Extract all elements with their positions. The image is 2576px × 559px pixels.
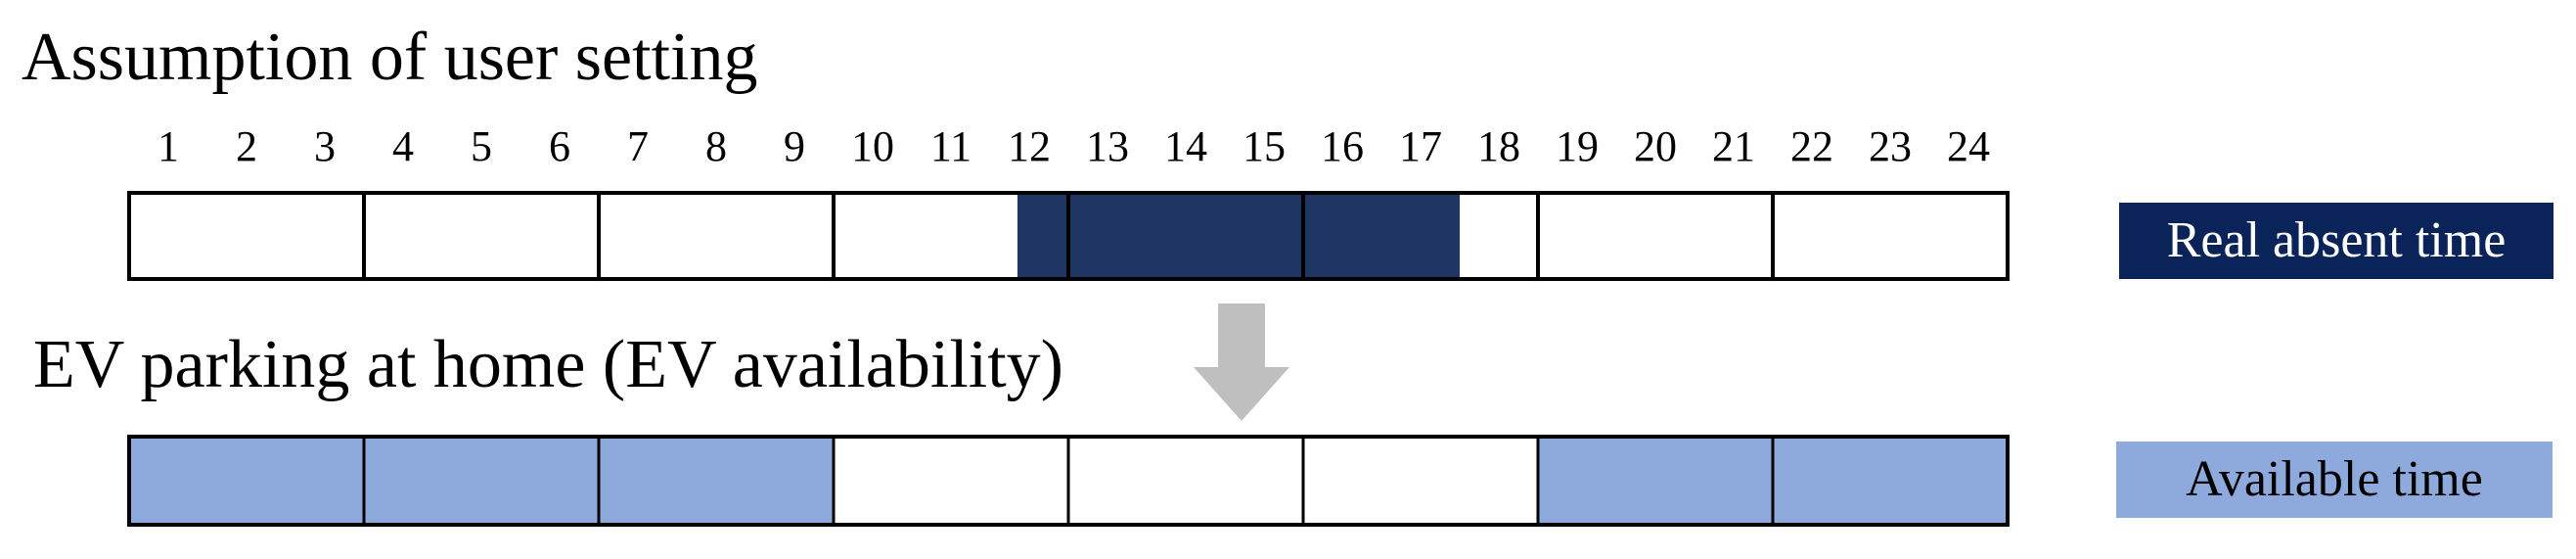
hour-label: 23 bbox=[1869, 122, 1912, 170]
legend-real-absent-time: Real absent time bbox=[2119, 203, 2553, 279]
hour-label: 17 bbox=[1399, 122, 1442, 170]
legend-absent-label: Real absent time bbox=[2166, 212, 2507, 268]
available-block bbox=[362, 435, 601, 527]
available-block bbox=[1536, 435, 1775, 527]
hour-label: 20 bbox=[1634, 122, 1677, 170]
absent-time-block bbox=[1017, 193, 1460, 279]
available-row-frame bbox=[127, 435, 2010, 527]
available-block bbox=[127, 435, 366, 527]
hour-label: 4 bbox=[392, 122, 414, 170]
hour-label: 14 bbox=[1164, 122, 1207, 170]
hour-label: 3 bbox=[314, 122, 336, 170]
unavailable-block bbox=[1066, 435, 1305, 527]
legend-available-time: Available time bbox=[2116, 442, 2553, 518]
hour-label: 9 bbox=[784, 122, 805, 170]
hour-label: 19 bbox=[1556, 122, 1599, 170]
unavailable-block bbox=[832, 435, 1070, 527]
hour-label: 10 bbox=[851, 122, 894, 170]
ev-availability-title: EV parking at home (EV availability) bbox=[33, 327, 1063, 402]
hour-label: 21 bbox=[1712, 122, 1755, 170]
available-block bbox=[1771, 435, 2010, 527]
unavailable-block bbox=[1301, 435, 1540, 527]
hour-label: 13 bbox=[1086, 122, 1129, 170]
absent-time-row bbox=[127, 191, 2010, 281]
hour-label: 12 bbox=[1008, 122, 1051, 170]
hour-label: 18 bbox=[1477, 122, 1520, 170]
hour-label: 15 bbox=[1243, 122, 1286, 170]
hour-label: 5 bbox=[471, 122, 492, 170]
hour-label: 22 bbox=[1790, 122, 1833, 170]
hour-label: 7 bbox=[627, 122, 649, 170]
hour-label: 2 bbox=[236, 122, 257, 170]
user-setting-title: Assumption of user setting bbox=[22, 20, 758, 95]
hour-label: 11 bbox=[929, 122, 972, 170]
hour-label: 8 bbox=[705, 122, 727, 170]
legend-available-label: Available time bbox=[2186, 451, 2483, 507]
down-arrow-icon bbox=[1194, 303, 1289, 421]
hour-label: 6 bbox=[549, 122, 570, 170]
hour-label: 24 bbox=[1947, 122, 1990, 170]
available-block bbox=[597, 435, 836, 527]
hour-label: 16 bbox=[1321, 122, 1364, 170]
availability-row bbox=[127, 435, 2010, 527]
hour-label: 1 bbox=[158, 122, 179, 170]
